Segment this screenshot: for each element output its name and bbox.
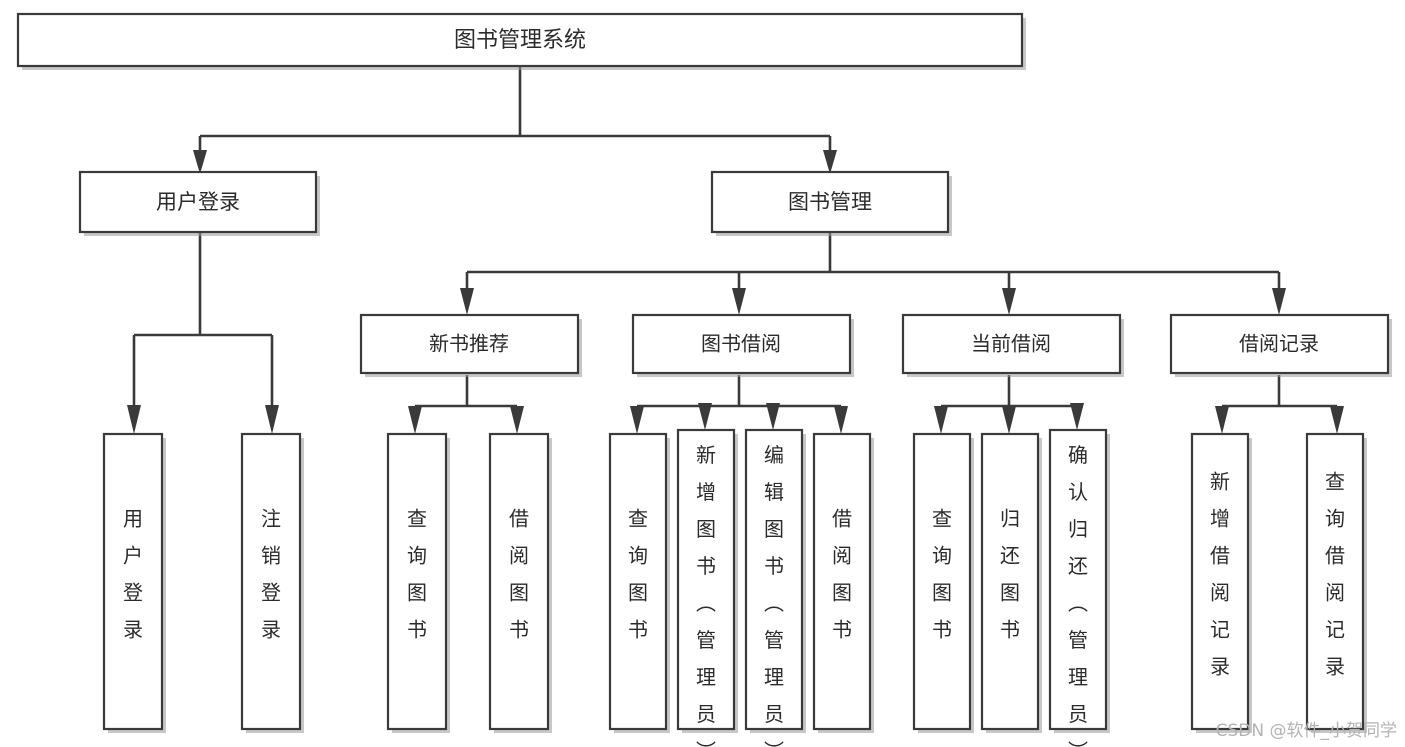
leaf-user-login-label: 用户登录 xyxy=(123,507,143,642)
leaf-return-book-label: 归还图书 xyxy=(1000,507,1020,642)
book-borrow-box xyxy=(631,313,852,375)
book-manage-box xyxy=(710,170,950,234)
node-borrow-record[interactable]: 借阅记录 xyxy=(1169,313,1392,377)
node-leaf-add-book[interactable]: 新增图书︵管理员︶ xyxy=(676,428,738,747)
arrow-to-leaf-user-login xyxy=(127,405,141,434)
book-borrow-label: 图书借阅 xyxy=(701,332,781,356)
arrow-to-leaf-return-book xyxy=(1002,406,1016,434)
leaf-query-record-box xyxy=(1305,432,1365,731)
node-user-login[interactable]: 用户登录 xyxy=(78,170,320,236)
arrow-to-leaf-borrow-book-1 xyxy=(510,406,524,434)
arrow-to-current-borrow xyxy=(1002,288,1016,315)
node-book-manage[interactable]: 图书管理 xyxy=(710,170,952,236)
leaf-logout-login-label: 注销登录 xyxy=(261,507,281,642)
node-current-borrow[interactable]: 当前借阅 xyxy=(901,313,1124,377)
current-borrow-label: 当前借阅 xyxy=(971,332,1051,356)
new-book-recommend-label: 新书推荐 xyxy=(429,332,509,356)
leaf-edit-book-box xyxy=(744,428,804,731)
leaf-query-book-1-box xyxy=(386,432,448,731)
leaf-add-record-label: 新增借阅记录 xyxy=(1210,470,1230,679)
arrow-to-leaf-confirm-return xyxy=(1070,403,1084,430)
leaf-query-book-2-label: 查询图书 xyxy=(628,507,648,642)
leaf-borrow-book-2-box xyxy=(812,432,872,731)
node-book-borrow[interactable]: 图书借阅 xyxy=(631,313,854,377)
arrow-to-leaf-add-book xyxy=(698,403,712,430)
leaf-layer: 用户登录 注销登录 查询图书 借阅图书 查询图书 xyxy=(102,428,1367,747)
leaf-add-book-box xyxy=(676,428,736,731)
connector-layer xyxy=(127,66,1344,434)
csdn-watermark: CSDN @软件_小贺同学 xyxy=(1215,721,1397,741)
root-box xyxy=(16,12,1024,68)
root-label: 图书管理系统 xyxy=(454,28,586,53)
leaf-add-book-label: 新增图书︵管理员︶ xyxy=(696,443,716,747)
node-leaf-borrow-book-1[interactable]: 借阅图书 xyxy=(488,432,552,733)
arrow-to-leaf-query-book-3 xyxy=(934,406,948,434)
leaf-query-book-3-box xyxy=(912,432,972,731)
leaf-confirm-return-box xyxy=(1048,428,1108,731)
node-leaf-add-record[interactable]: 新增借阅记录 xyxy=(1190,432,1252,733)
node-leaf-logout-login[interactable]: 注销登录 xyxy=(240,432,304,733)
book-manage-label: 图书管理 xyxy=(788,190,872,214)
arrow-to-leaf-edit-book xyxy=(766,403,780,430)
arrow-to-leaf-add-record xyxy=(1215,406,1229,434)
node-new-book-recommend[interactable]: 新书推荐 xyxy=(359,313,582,377)
arrow-to-leaf-logout-login xyxy=(265,405,279,434)
leaf-confirm-return-label: 确认归还︵管理员︶ xyxy=(1068,443,1088,747)
arrow-to-user-login xyxy=(193,150,207,174)
node-leaf-query-book-2[interactable]: 查询图书 xyxy=(608,432,670,733)
leaf-query-book-3-label: 查询图书 xyxy=(932,507,952,642)
node-leaf-borrow-book-2[interactable]: 借阅图书 xyxy=(812,432,874,733)
arrow-to-book-borrow xyxy=(732,288,746,315)
user-login-label: 用户登录 xyxy=(156,190,240,214)
leaf-return-book-box xyxy=(980,432,1040,731)
arrow-to-leaf-query-book-1 xyxy=(408,406,422,434)
leaf-borrow-book-1-label: 借阅图书 xyxy=(509,507,529,642)
borrow-record-label: 借阅记录 xyxy=(1239,332,1319,356)
arrow-to-leaf-query-record xyxy=(1330,406,1344,434)
node-leaf-edit-book[interactable]: 编辑图书︵管理员︶ xyxy=(744,428,806,747)
leaf-user-login-box xyxy=(102,432,164,731)
node-leaf-return-book[interactable]: 归还图书 xyxy=(980,432,1042,733)
leaf-edit-book-label: 编辑图书︵管理员︶ xyxy=(764,443,784,747)
arrow-to-new-book-recommend xyxy=(460,288,474,315)
arrow-to-borrow-record xyxy=(1272,288,1286,315)
leaf-query-record-label: 查询借阅记录 xyxy=(1325,470,1345,679)
node-root[interactable]: 图书管理系统 xyxy=(16,12,1026,70)
leaf-add-record-box xyxy=(1190,432,1250,731)
new-book-recommend-box xyxy=(359,313,580,375)
current-borrow-box xyxy=(901,313,1122,375)
node-leaf-query-record[interactable]: 查询借阅记录 xyxy=(1305,432,1367,733)
leaf-query-book-2-box xyxy=(608,432,668,731)
node-leaf-query-book-1[interactable]: 查询图书 xyxy=(386,432,450,733)
node-leaf-query-book-3[interactable]: 查询图书 xyxy=(912,432,974,733)
node-leaf-confirm-return[interactable]: 确认归还︵管理员︶ xyxy=(1048,428,1110,747)
leaf-query-book-1-label: 查询图书 xyxy=(407,507,427,642)
arrow-to-book-manage xyxy=(823,150,837,174)
leaf-borrow-book-1-box xyxy=(488,432,550,731)
leaf-borrow-book-2-label: 借阅图书 xyxy=(832,507,852,642)
borrow-record-box xyxy=(1169,313,1390,375)
leaf-logout-login-box xyxy=(240,432,302,731)
node-leaf-user-login[interactable]: 用户登录 xyxy=(102,432,166,733)
arrow-to-leaf-query-book-2 xyxy=(630,406,644,434)
user-login-box xyxy=(78,170,318,234)
arrow-to-leaf-borrow-book-2 xyxy=(834,406,848,434)
